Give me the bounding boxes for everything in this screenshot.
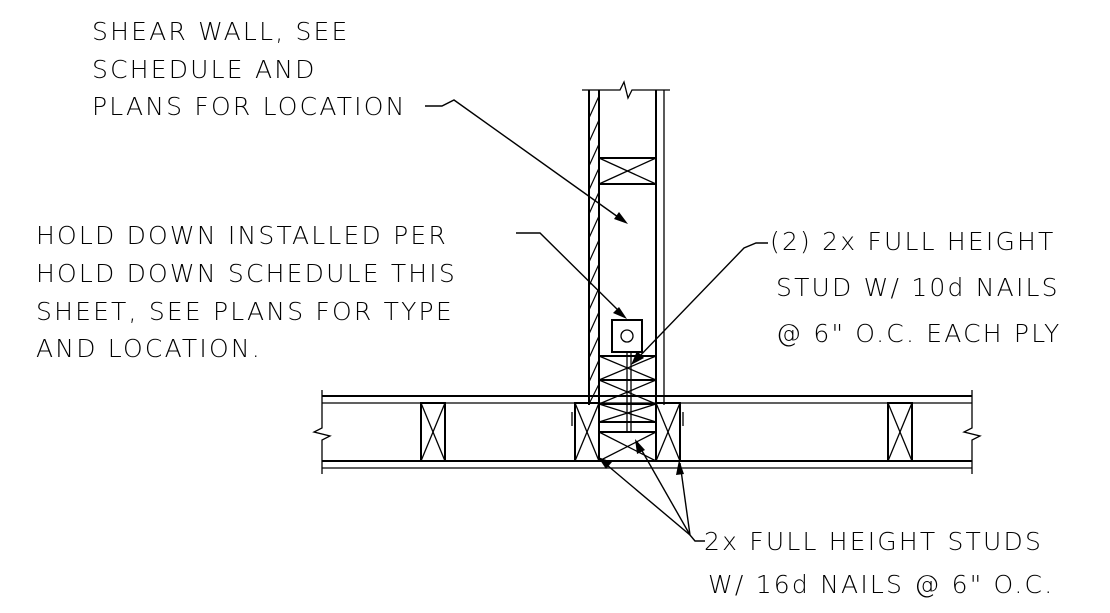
note-full-height-studs: 2x FULL HEIGHT STUDS W/ 16d NAILS @ 6" O… — [704, 527, 1054, 599]
leaders — [425, 99, 768, 542]
stud-left — [420, 402, 446, 462]
hold-down-hardware — [611, 319, 643, 432]
note-shear-wall-line-2: SCHEDULE AND — [92, 55, 317, 84]
sheathing-hatch — [588, 95, 600, 405]
note-shear-wall-line-3: PLANS FOR LOCATION — [92, 92, 407, 121]
note-hold-down-line-1: HOLD DOWN INSTALLED PER — [36, 221, 448, 250]
intersection-studs — [571, 402, 684, 462]
note-full-height-studs-line-1: 2x FULL HEIGHT STUDS — [704, 527, 1043, 556]
note-full-height-studs-line-2: W/ 16d NAILS @ 6" O.C. — [708, 570, 1054, 599]
note-hold-down: HOLD DOWN INSTALLED PER HOLD DOWN SCHEDU… — [36, 221, 457, 363]
note-shear-wall-line-1: SHEAR WALL, SEE — [92, 17, 350, 46]
note-hold-down-line-3: SHEET, SEE PLANS FOR TYPE — [36, 297, 454, 326]
wall-blocking — [598, 157, 657, 185]
note-hold-down-line-2: HOLD DOWN SCHEDULE THIS — [36, 259, 457, 288]
note-full-height-stud-line-2: STUD W/ 10d NAILS — [776, 273, 1060, 302]
intersecting-wall — [312, 390, 982, 474]
note-full-height-stud-line-1: (2) 2x FULL HEIGHT — [770, 227, 1056, 256]
note-shear-wall: SHEAR WALL, SEE SCHEDULE AND PLANS FOR L… — [92, 17, 407, 121]
note-full-height-stud-line-3: @ 6" O.C. EACH PLY — [776, 319, 1061, 348]
note-full-height-stud: (2) 2x FULL HEIGHT STUD W/ 10d NAILS @ 6… — [770, 227, 1061, 348]
stud-right — [887, 402, 913, 462]
note-hold-down-line-4: AND LOCATION. — [36, 334, 262, 363]
shear-wall — [582, 80, 670, 432]
